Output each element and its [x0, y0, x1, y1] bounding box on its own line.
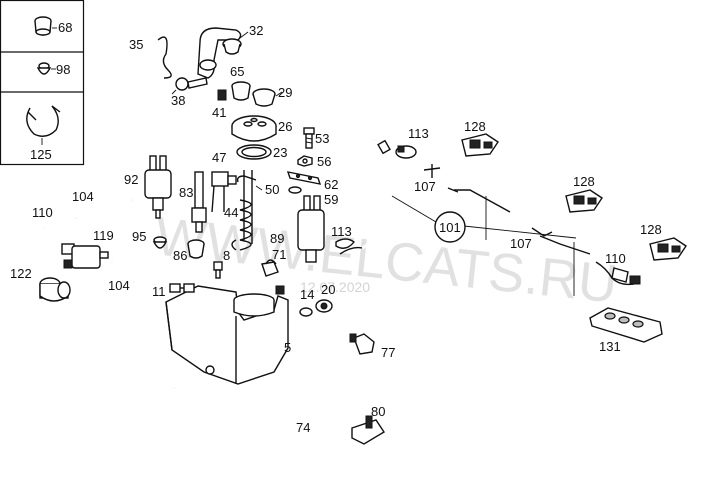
label-11: 11 [152, 284, 166, 299]
connector-107-top-icon [423, 164, 441, 178]
clip-71-icon [261, 259, 279, 277]
bolt-8-icon [213, 261, 223, 279]
nozzle-128-middle-icon [565, 189, 603, 213]
hose-104-lower-icon [110, 260, 136, 284]
grommet-14-icon [299, 307, 313, 317]
callout-101-circle [434, 211, 466, 243]
label-32: 32 [249, 23, 263, 38]
pump-113-center-icon [297, 195, 325, 263]
label-71: 71 [272, 247, 286, 262]
sensor-47-icon [211, 171, 237, 213]
label-20: 20 [321, 282, 335, 297]
label-23: 23 [273, 145, 287, 160]
label-77: 77 [381, 345, 395, 360]
label-107-bottom: 107 [510, 236, 532, 251]
bracket-80-icon [351, 415, 385, 445]
label-68: 68 [58, 20, 72, 35]
label-62: 62 [324, 177, 338, 192]
label-74: 74 [296, 420, 310, 435]
label-119: 119 [93, 228, 114, 243]
label-128-middle: 128 [573, 174, 595, 189]
nozzle-128-top-icon [461, 133, 499, 157]
label-128-top: 128 [464, 119, 486, 134]
label-47: 47 [212, 150, 226, 165]
gasket-23-icon [236, 144, 272, 160]
pump-92-icon [144, 155, 172, 219]
label-29: 29 [278, 85, 292, 100]
label-125: 125 [30, 147, 52, 162]
clip-77-icon [349, 333, 375, 355]
nozzle-line-lower-icon [531, 227, 591, 255]
washer-59-icon [288, 186, 302, 194]
spring-89-icon [231, 199, 252, 251]
nozzle-line-upper-icon [447, 187, 511, 213]
hose-110-left-icon [42, 227, 63, 252]
grommet-86-icon [187, 239, 205, 259]
label-8: 8 [223, 248, 230, 263]
washer-56-icon [297, 155, 313, 167]
label-80: 80 [371, 404, 385, 419]
reservoir-tank-5-icon [165, 283, 289, 385]
label-5: 5 [284, 340, 291, 355]
label-26: 26 [278, 119, 292, 134]
heater-131-icon [589, 307, 663, 343]
hose-74-icon [172, 329, 332, 452]
label-53: 53 [315, 131, 329, 146]
label-110-left: 110 [32, 205, 53, 220]
watermark-date: 12.07.2020 [300, 279, 370, 295]
label-38: 38 [171, 93, 185, 108]
bolt-38-icon [171, 77, 208, 95]
label-101: 101 [439, 220, 461, 235]
seal-plate-26-icon [231, 115, 277, 142]
plug-98-icon [36, 62, 56, 75]
label-92: 92 [124, 172, 138, 187]
label-56: 56 [317, 154, 331, 169]
label-95: 95 [132, 229, 146, 244]
callout-101-lines [391, 195, 577, 296]
label-35: 35 [129, 37, 143, 52]
label-122: 122 [10, 266, 32, 281]
hose-110-right-icon [595, 261, 641, 286]
label-113-right: 113 [408, 126, 429, 141]
nut-20-icon [315, 299, 333, 313]
cylinder-122-icon [39, 277, 71, 302]
label-113-center: 113 [331, 224, 352, 239]
label-98: 98 [56, 62, 70, 77]
legend-panel: 68 98 125 [0, 0, 85, 166]
strip-62-icon [286, 171, 322, 185]
grommet-29-icon [252, 88, 283, 107]
label-41: 41 [212, 105, 226, 120]
label-110-right: 110 [605, 251, 626, 266]
hose-104-upper-icon [74, 196, 134, 220]
label-104-upper: 104 [72, 189, 94, 204]
clamp-113-right-icon [395, 145, 417, 159]
clamp-113-center-icon [335, 238, 355, 249]
filler-neck-32-icon [197, 27, 249, 79]
label-50: 50 [265, 182, 279, 197]
connector-50-icon [236, 175, 263, 191]
label-86: 86 [173, 248, 187, 263]
label-65: 65 [230, 64, 244, 79]
grommet-95-icon [152, 236, 168, 249]
clip-41-icon [217, 89, 227, 101]
label-83: 83 [179, 185, 193, 200]
grommet-68-icon [34, 16, 57, 36]
screw-53-icon [303, 127, 315, 149]
label-14: 14 [300, 287, 314, 302]
valve-119-icon [61, 243, 109, 269]
label-131: 131 [599, 339, 621, 354]
label-89: 89 [270, 231, 284, 246]
bracket-35-icon [157, 36, 172, 79]
label-128-right: 128 [640, 222, 662, 237]
label-107-top: 107 [414, 179, 436, 194]
hose-long-icon [339, 139, 392, 255]
grommet-65-icon [231, 81, 251, 101]
nozzle-128-right-icon [649, 237, 687, 261]
label-59: 59 [324, 192, 338, 207]
label-44: 44 [224, 205, 238, 220]
clamp-125-icon [26, 105, 61, 145]
sensor-83-icon [191, 171, 207, 233]
label-104-lower: 104 [108, 278, 130, 293]
